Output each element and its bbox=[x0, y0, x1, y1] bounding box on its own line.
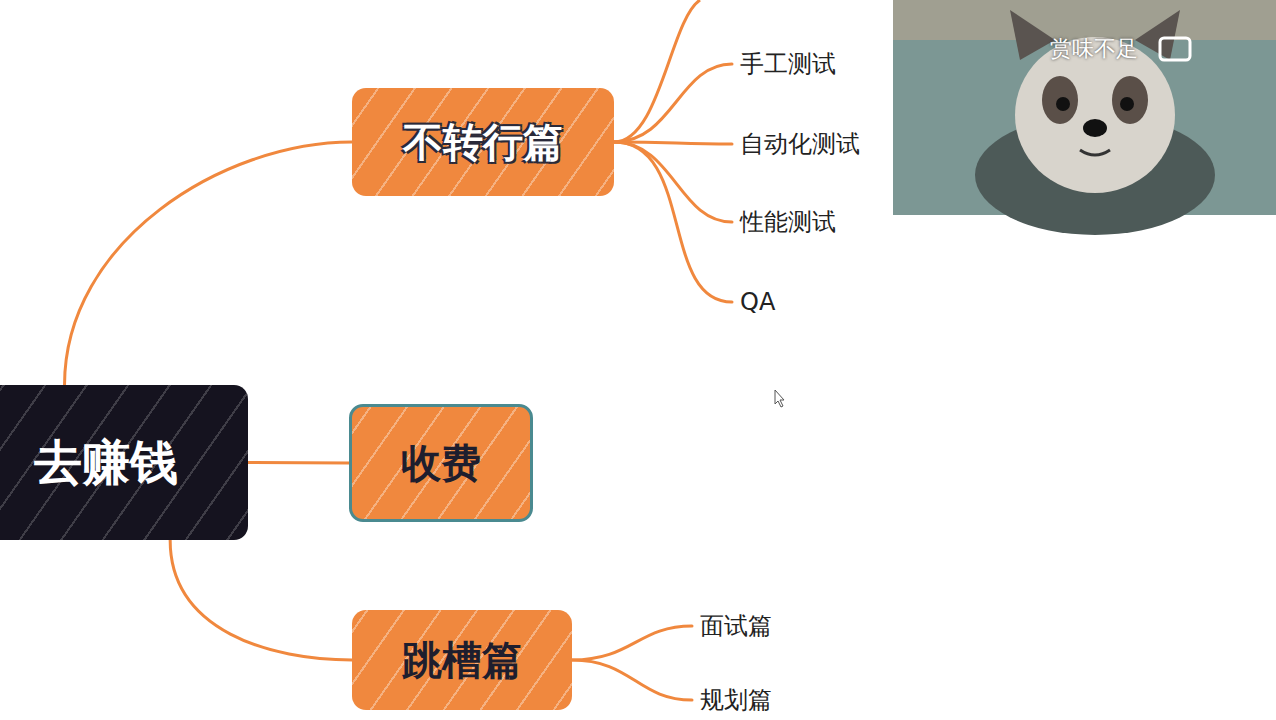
node-text: 面试篇 bbox=[700, 610, 772, 642]
branch-connector bbox=[248, 461, 349, 465]
root-node: 去赚钱 bbox=[0, 385, 248, 540]
node-text: QA bbox=[740, 288, 775, 316]
leaf-topic: 手工测试 bbox=[738, 46, 838, 82]
video-thumbnail bbox=[893, 0, 1276, 235]
node-text: 去赚钱 bbox=[34, 431, 178, 495]
node-text: 收费 bbox=[401, 436, 481, 491]
branch-connector bbox=[614, 142, 732, 222]
leaf-topic: 性能测试 bbox=[738, 204, 838, 240]
branch-connector bbox=[614, 142, 732, 144]
node-text: 跳槽篇 bbox=[402, 633, 522, 688]
branch-box: 收费 bbox=[349, 404, 533, 522]
leaf-topic: 自动化测试 bbox=[738, 126, 862, 162]
mouse-cursor bbox=[775, 390, 784, 407]
node-text: 不转行篇 bbox=[403, 115, 563, 170]
branch-connector bbox=[170, 540, 352, 660]
node-text: 性能测试 bbox=[740, 206, 836, 238]
branch-connector bbox=[65, 142, 352, 385]
branch-connector bbox=[572, 660, 692, 700]
branch-box: 不转行篇 bbox=[352, 88, 614, 196]
video-caption: 赏味不足 bbox=[1050, 34, 1138, 64]
branch-connector bbox=[572, 626, 692, 660]
leaf-topic: QA bbox=[738, 286, 777, 318]
node-text: 规划篇 bbox=[700, 684, 772, 716]
branch-box: 跳槽篇 bbox=[352, 610, 572, 710]
leaf-topic: 规划篇 bbox=[698, 682, 774, 718]
cut-branch bbox=[614, 0, 700, 142]
node-text: 自动化测试 bbox=[740, 128, 860, 160]
node-text: 手工测试 bbox=[740, 48, 836, 80]
branch-connector bbox=[614, 142, 732, 302]
leaf-topic: 面试篇 bbox=[698, 608, 774, 644]
branch-connector bbox=[614, 64, 732, 142]
